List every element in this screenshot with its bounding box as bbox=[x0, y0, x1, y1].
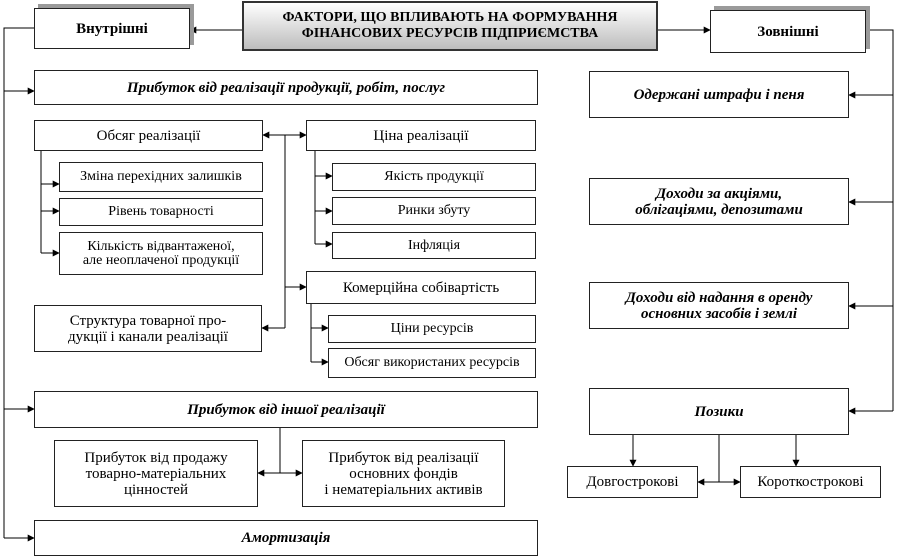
other-profit-label: Прибуток від іншої реалізації bbox=[187, 401, 385, 418]
price-item: Ринки збуту bbox=[332, 197, 536, 225]
sales-volume-item: Рівень товарності bbox=[59, 198, 263, 226]
other-profit-item-label: Прибуток від продажу товарно-матеріальни… bbox=[84, 449, 228, 498]
sales-profit-label: Прибуток від реалізації продукції, робіт… bbox=[126, 79, 446, 96]
commercial-cost-box: Комерційна собівартість bbox=[306, 271, 536, 304]
product-structure-box: Структура товарної про- дукції і канали … bbox=[34, 305, 262, 352]
short-term-loans-label: Короткострокові bbox=[757, 474, 864, 490]
cost-item-label: Ціни ресурсів bbox=[390, 321, 474, 336]
price-item: Інфляція bbox=[332, 232, 536, 259]
other-profit-item: Прибуток від продажу товарно-матеріальни… bbox=[54, 440, 258, 507]
external-item-label: Доходи від надання в оренду основних зас… bbox=[625, 289, 813, 322]
internal-factors-label: Внутрішні bbox=[76, 20, 148, 37]
commercial-cost-label: Комерційна собівартість bbox=[342, 279, 500, 296]
price-item-label: Якість продукції bbox=[384, 169, 484, 184]
sales-volume-label: Обсяг реалізації bbox=[96, 127, 201, 144]
external-factors-label: Зовнішні bbox=[757, 23, 819, 40]
internal-factors-box: Внутрішні bbox=[34, 8, 190, 49]
sales-volume-box: Обсяг реалізації bbox=[34, 120, 263, 151]
other-profit-item-label: Прибуток від реалізації основних фондів … bbox=[324, 449, 483, 498]
loans-label: Позики bbox=[694, 403, 744, 420]
cost-item: Ціни ресурсів bbox=[328, 315, 536, 343]
sales-volume-item-label: Кількість відвантаженої, але неоплаченої… bbox=[82, 238, 240, 268]
sale-price-box: Ціна реалізації bbox=[306, 120, 536, 151]
diagram-title: ФАКТОРИ, ЩО ВПЛИВАЮТЬ НА ФОРМУВАННЯ ФІНА… bbox=[242, 1, 658, 51]
product-structure-label: Структура товарної про- дукції і канали … bbox=[68, 312, 228, 345]
external-factors-box: Зовнішні bbox=[710, 10, 866, 53]
loans-box: Позики bbox=[589, 388, 849, 435]
price-item-label: Інфляція bbox=[407, 237, 461, 253]
price-item-label: Ринки збуту bbox=[397, 203, 471, 218]
other-profit-box: Прибуток від іншої реалізації bbox=[34, 391, 538, 428]
external-item: Доходи за акціями, облігаціями, депозита… bbox=[589, 178, 849, 225]
short-term-loans-box: Короткострокові bbox=[740, 466, 881, 498]
external-item-label: Одержані штрафи і пеня bbox=[633, 86, 805, 103]
cost-item: Обсяг використаних ресурсів bbox=[328, 348, 536, 378]
long-term-loans-box: Довгострокові bbox=[567, 466, 698, 498]
amortization-box: Амортизація bbox=[34, 520, 538, 556]
external-item-label: Доходи за акціями, облігаціями, депозита… bbox=[635, 185, 803, 218]
sales-volume-item-label: Зміна перехідних залишків bbox=[80, 169, 242, 184]
other-profit-item: Прибуток від реалізації основних фондів … bbox=[302, 440, 505, 507]
sale-price-label: Ціна реалізації bbox=[373, 127, 469, 144]
long-term-loans-label: Довгострокові bbox=[586, 474, 679, 490]
external-item: Одержані штрафи і пеня bbox=[589, 71, 849, 118]
sales-volume-item: Зміна перехідних залишків bbox=[59, 162, 263, 192]
amortization-label: Амортизація bbox=[241, 530, 331, 546]
cost-item-label: Обсяг використаних ресурсів bbox=[344, 355, 520, 370]
sales-volume-item-label: Рівень товарності bbox=[108, 204, 214, 219]
price-item: Якість продукції bbox=[332, 163, 536, 191]
external-item: Доходи від надання в оренду основних зас… bbox=[589, 282, 849, 329]
sales-profit-box: Прибуток від реалізації продукції, робіт… bbox=[34, 70, 538, 105]
sales-volume-item: Кількість відвантаженої, але неоплаченої… bbox=[59, 232, 263, 275]
diagram-title-text: ФАКТОРИ, ЩО ВПЛИВАЮТЬ НА ФОРМУВАННЯ ФІНА… bbox=[282, 10, 618, 41]
